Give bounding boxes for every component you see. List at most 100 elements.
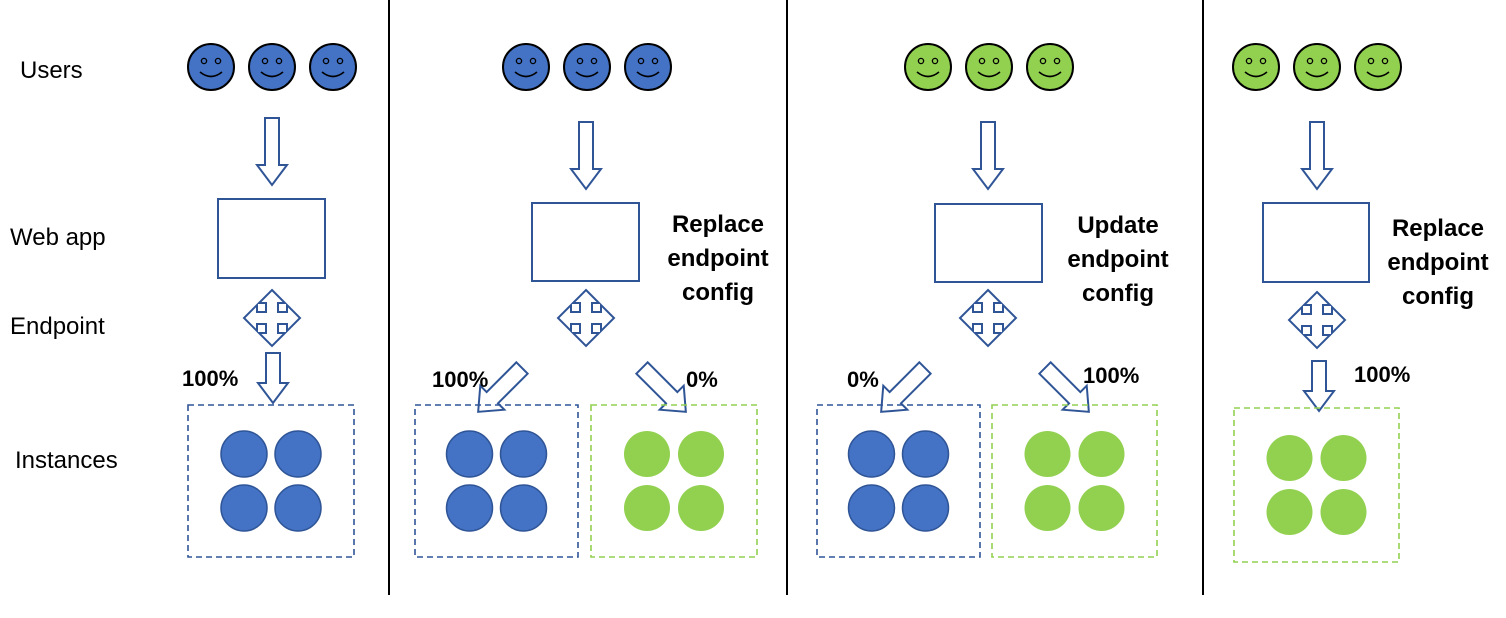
face-circle bbox=[187, 43, 235, 91]
face-circle bbox=[1354, 43, 1402, 91]
face-mouth bbox=[916, 71, 940, 78]
instance-group-border bbox=[1233, 407, 1400, 563]
row-label-web-app: Web app bbox=[10, 224, 106, 251]
face-eye bbox=[515, 57, 523, 65]
traffic-percent-label: 0% bbox=[847, 367, 879, 392]
smiley-face-icon bbox=[563, 43, 611, 91]
stages: 100%Replaceendpointconfig100%0%Updateend… bbox=[182, 43, 1489, 563]
face-eye bbox=[214, 57, 222, 65]
face-eye bbox=[1320, 57, 1328, 65]
row-label-users: Users bbox=[20, 57, 83, 84]
arrow-shape bbox=[255, 117, 289, 187]
face-mouth bbox=[199, 71, 223, 78]
instance-group bbox=[414, 404, 579, 558]
step-label-line: Replace bbox=[672, 211, 764, 238]
web-app-box bbox=[1262, 202, 1370, 283]
smiley-face-icon bbox=[248, 43, 296, 91]
face-eye bbox=[529, 57, 537, 65]
instance-group-border bbox=[590, 404, 758, 558]
smiley-face-icon bbox=[187, 43, 235, 91]
traffic-percent-label: 100% bbox=[1083, 363, 1139, 388]
face-eye bbox=[1367, 57, 1375, 65]
stage-dividers bbox=[388, 0, 1204, 595]
face-mouth bbox=[514, 71, 538, 78]
face-circle bbox=[1026, 43, 1074, 91]
instance-group-border bbox=[414, 404, 579, 558]
face-eye bbox=[336, 57, 344, 65]
down-arrow-icon bbox=[569, 121, 603, 191]
face-eye bbox=[1259, 57, 1267, 65]
users-group bbox=[904, 43, 1074, 91]
step-label-line: config bbox=[1402, 283, 1474, 310]
face-eye bbox=[275, 57, 283, 65]
face-eye bbox=[590, 57, 598, 65]
face-mouth bbox=[1305, 71, 1329, 78]
instance-circle bbox=[445, 430, 494, 478]
traffic-percent-label: 100% bbox=[182, 366, 238, 391]
instance-circle bbox=[274, 484, 322, 532]
instance-group-border bbox=[991, 404, 1158, 558]
instance-circle bbox=[499, 430, 548, 478]
instance-group bbox=[991, 404, 1158, 558]
face-eye bbox=[917, 57, 925, 65]
face-circle bbox=[309, 43, 357, 91]
face-circle bbox=[1232, 43, 1280, 91]
smiley-face-icon bbox=[1232, 43, 1280, 91]
users-group bbox=[1232, 43, 1402, 91]
face-eye bbox=[651, 57, 659, 65]
face-circle bbox=[248, 43, 296, 91]
face-eye bbox=[992, 57, 1000, 65]
stage-1: 100% bbox=[182, 43, 357, 558]
instance-circle bbox=[274, 430, 322, 478]
smiley-face-icon bbox=[1026, 43, 1074, 91]
arrow-shape bbox=[556, 288, 616, 348]
face-eye bbox=[1306, 57, 1314, 65]
users-group bbox=[187, 43, 357, 91]
face-circle bbox=[904, 43, 952, 91]
face-mouth bbox=[636, 71, 660, 78]
instance-circle bbox=[624, 431, 670, 477]
smiley-face-icon bbox=[904, 43, 952, 91]
instance-group bbox=[187, 404, 355, 558]
smiley-face-icon bbox=[1293, 43, 1341, 91]
arrow-shape bbox=[242, 288, 302, 348]
instance-circle bbox=[901, 430, 950, 478]
instance-circle bbox=[847, 430, 896, 478]
four-way-arrow-icon bbox=[242, 288, 302, 348]
four-way-arrow-icon bbox=[1287, 290, 1347, 350]
instance-circle bbox=[1024, 431, 1071, 477]
arrow-shape bbox=[971, 121, 1005, 191]
down-arrow-icon bbox=[1302, 360, 1336, 413]
instance-circle bbox=[1078, 431, 1125, 477]
row-label-endpoint: Endpoint bbox=[10, 313, 105, 340]
face-eye bbox=[1381, 57, 1389, 65]
instance-circle bbox=[1266, 435, 1313, 481]
arrow-shape bbox=[569, 121, 603, 191]
instance-circle bbox=[220, 430, 268, 478]
instance-circle bbox=[220, 484, 268, 532]
instance-circle bbox=[678, 485, 724, 531]
step-label-line: Replace bbox=[1392, 215, 1484, 242]
instance-circle bbox=[847, 484, 896, 532]
face-eye bbox=[637, 57, 645, 65]
row-label-instances: Instances bbox=[15, 447, 118, 474]
instance-circle bbox=[1266, 489, 1313, 535]
arrow-shape bbox=[1300, 121, 1334, 191]
traffic-percent-label: 100% bbox=[432, 367, 488, 392]
face-mouth bbox=[1366, 71, 1390, 78]
face-circle bbox=[965, 43, 1013, 91]
face-eye bbox=[576, 57, 584, 65]
face-mouth bbox=[321, 71, 345, 78]
arrow-shape bbox=[477, 360, 530, 413]
arrow-shape bbox=[256, 352, 290, 405]
face-mouth bbox=[1244, 71, 1268, 78]
instance-group bbox=[816, 404, 981, 558]
face-eye bbox=[261, 57, 269, 65]
face-mouth bbox=[575, 71, 599, 78]
instance-group-border bbox=[816, 404, 981, 558]
